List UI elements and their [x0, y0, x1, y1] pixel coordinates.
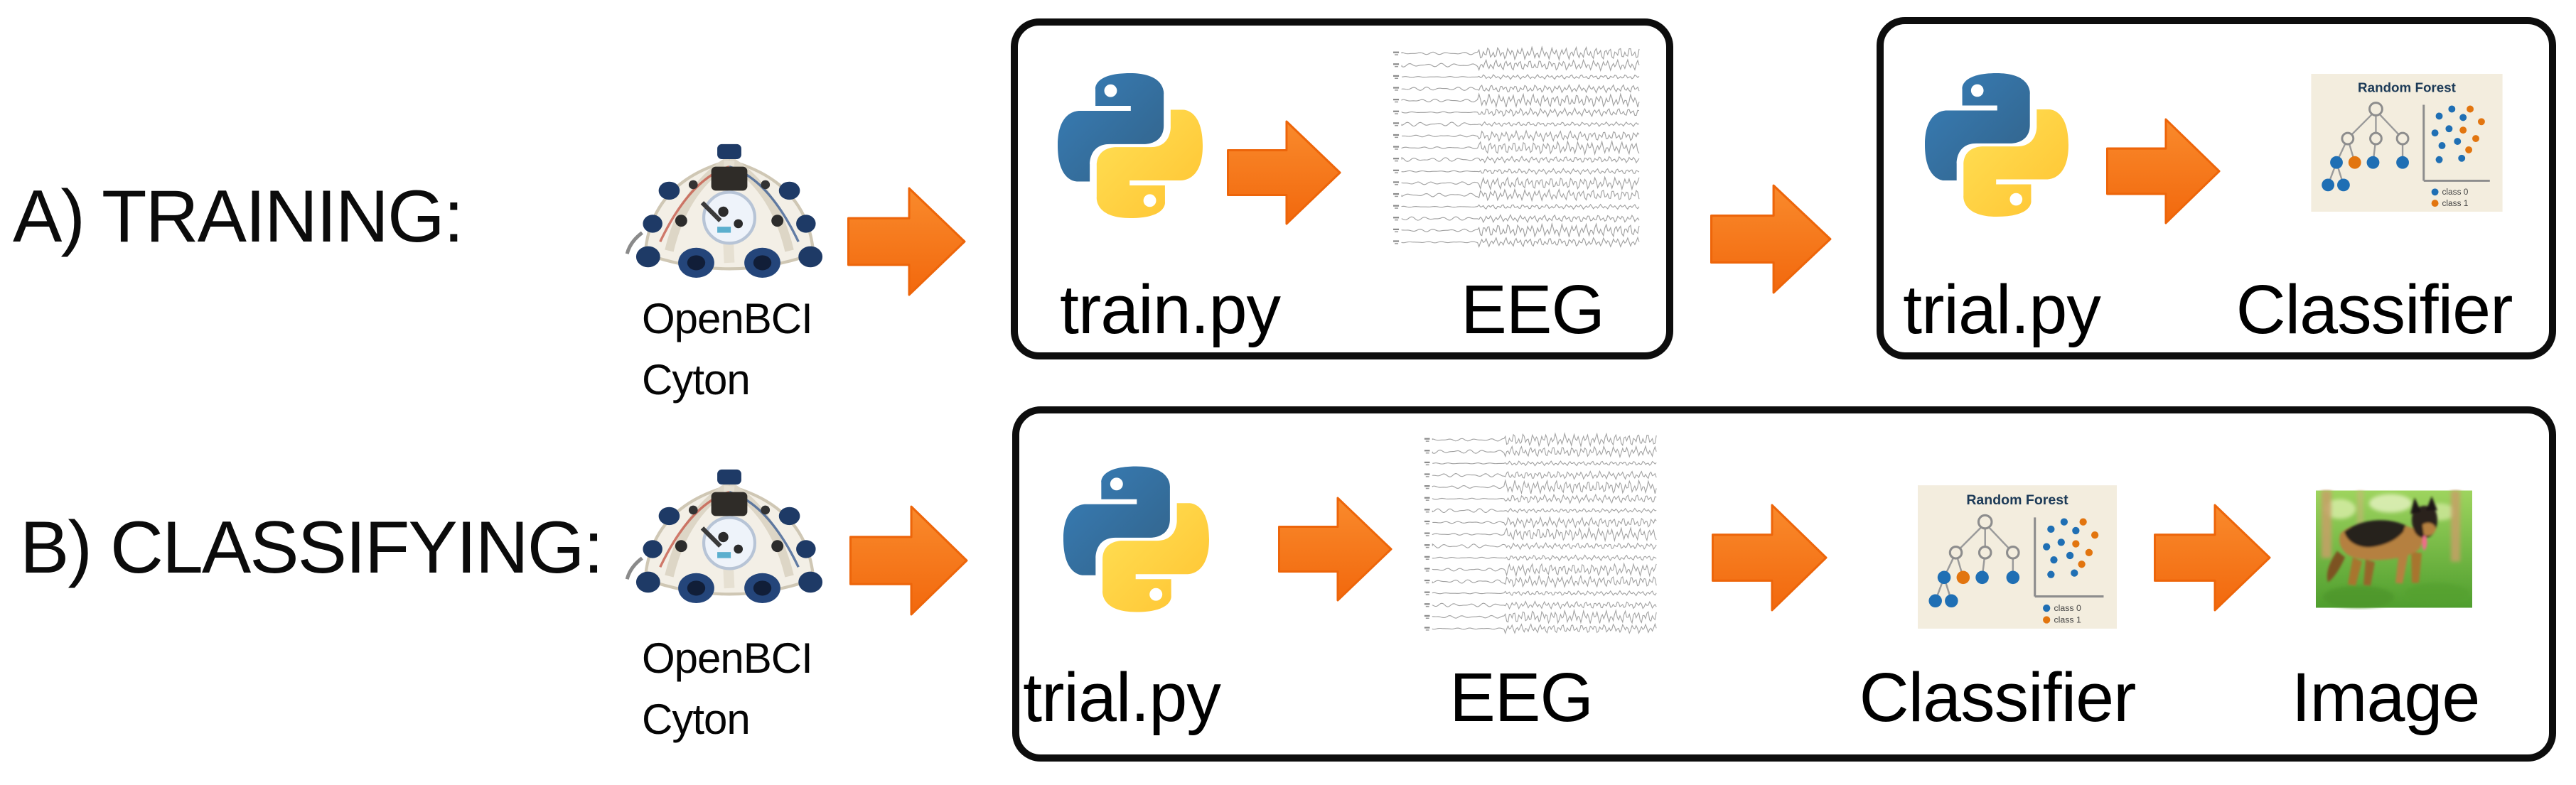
- rf-legend-class1: class 1: [2442, 198, 2468, 208]
- classifying-pipeline-box: Random Forest: [1012, 406, 2556, 762]
- decision-tree-nodes: [1928, 514, 2020, 608]
- classifier-label: Classifier: [2236, 271, 2513, 348]
- eeg-signal-plot: [1393, 45, 1640, 249]
- flow-arrow-icon: [1712, 503, 1828, 612]
- scatter-axes: [2034, 517, 2104, 598]
- decision-tree-nodes: [2322, 102, 2410, 192]
- script-label: trial.py: [1023, 659, 1221, 736]
- device-caption-line1: OpenBCI: [642, 634, 813, 682]
- script-label: trial.py: [1903, 271, 2101, 348]
- flow-arrow-icon: [847, 186, 967, 297]
- eeg-label: EEG: [1449, 659, 1594, 736]
- scatter-axes: [2422, 104, 2490, 182]
- eeg-label: EEG: [1461, 271, 1605, 348]
- rf-legend-class0: class 0: [2442, 187, 2468, 197]
- rf-legend: class 0 class 1: [2043, 603, 2081, 625]
- openbci-headset-image: [624, 462, 834, 612]
- random-forest-card: Random Forest: [2311, 74, 2503, 212]
- flow-arrow-icon: [2154, 503, 2272, 612]
- device-caption-line2: Cyton: [642, 356, 751, 404]
- flow-arrow-icon: [1278, 496, 1393, 602]
- flow-arrow-icon: [1710, 183, 1832, 295]
- random-forest-card: Random Forest: [1918, 485, 2117, 629]
- device-caption-b: OpenBCI Cyton: [642, 628, 813, 750]
- random-forest-title: Random Forest: [2358, 80, 2457, 95]
- flow-arrow-icon: [849, 504, 969, 617]
- device-caption-line1: OpenBCI: [642, 295, 813, 342]
- classifier-label: Classifier: [1859, 659, 2137, 736]
- section-label-training: A) TRAINING:: [13, 175, 464, 258]
- device-caption-a: OpenBCI Cyton: [642, 288, 813, 411]
- random-forest-title: Random Forest: [1966, 492, 2068, 508]
- script-label: train.py: [1059, 271, 1281, 348]
- dog-figure: [2327, 496, 2437, 586]
- training-acquisition-box: train.py EEG: [1011, 18, 1673, 359]
- python-logo-icon: [1925, 64, 2068, 226]
- device-caption-line2: Cyton: [642, 695, 751, 743]
- python-logo-icon: [1063, 456, 1209, 622]
- image-label: Image: [2291, 659, 2481, 736]
- eeg-signal-plot: [1424, 432, 1657, 635]
- rf-legend: class 0 class 1: [2431, 187, 2469, 208]
- flow-arrow-icon: [2106, 117, 2221, 225]
- rf-legend-class0: class 0: [2054, 603, 2081, 613]
- flow-arrow-icon: [1227, 119, 1342, 226]
- rf-legend-class1: class 1: [2054, 615, 2081, 625]
- dog-image: [2316, 490, 2472, 609]
- training-model-box: Random Forest: [1877, 17, 2556, 359]
- scatter-points: [2431, 105, 2485, 163]
- section-label-classifying: B) CLASSIFYING:: [20, 507, 604, 589]
- openbci-headset-image: [624, 136, 834, 287]
- scatter-points: [2043, 518, 2099, 578]
- python-logo-icon: [1058, 64, 1203, 227]
